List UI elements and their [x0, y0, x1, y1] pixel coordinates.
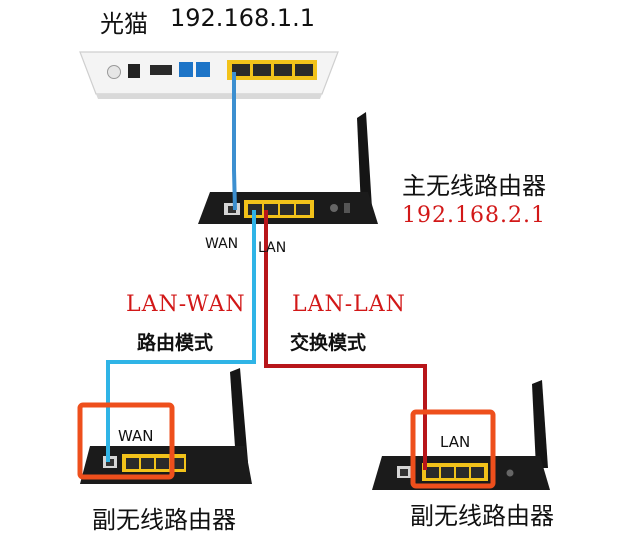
cable-modem-to-main — [232, 72, 237, 211]
sub-left-port-label: WAN — [118, 427, 154, 445]
modem-ip: 192.168.1.1 — [170, 4, 316, 32]
cable-lan-wan — [106, 210, 256, 462]
sub-router-left-label: 副无线路由器 — [92, 506, 236, 534]
sub-right-port-label: LAN — [440, 433, 471, 451]
modem-label: 光猫 — [100, 10, 148, 38]
link-left-type: LAN-WAN — [126, 292, 246, 317]
sub-router-right-device — [372, 380, 550, 490]
main-router-wan-label: WAN — [205, 236, 239, 252]
highlight-lan-port — [410, 409, 496, 489]
link-left-mode: 路由模式 — [137, 332, 214, 354]
main-router-label: 主无线路由器 — [402, 172, 546, 200]
main-router-device — [198, 112, 378, 224]
sub-router-left-device — [80, 368, 252, 484]
cable-lan-lan — [264, 210, 427, 470]
sub-router-right-label: 副无线路由器 — [410, 502, 554, 530]
link-right-type: LAN-LAN — [292, 292, 406, 317]
highlight-wan-port — [77, 402, 175, 480]
main-router-lan-label: LAN — [258, 240, 287, 256]
main-router-ip: 192.168.2.1 — [402, 203, 546, 228]
link-right-mode: 交换模式 — [290, 332, 367, 354]
modem-device — [79, 51, 339, 99]
